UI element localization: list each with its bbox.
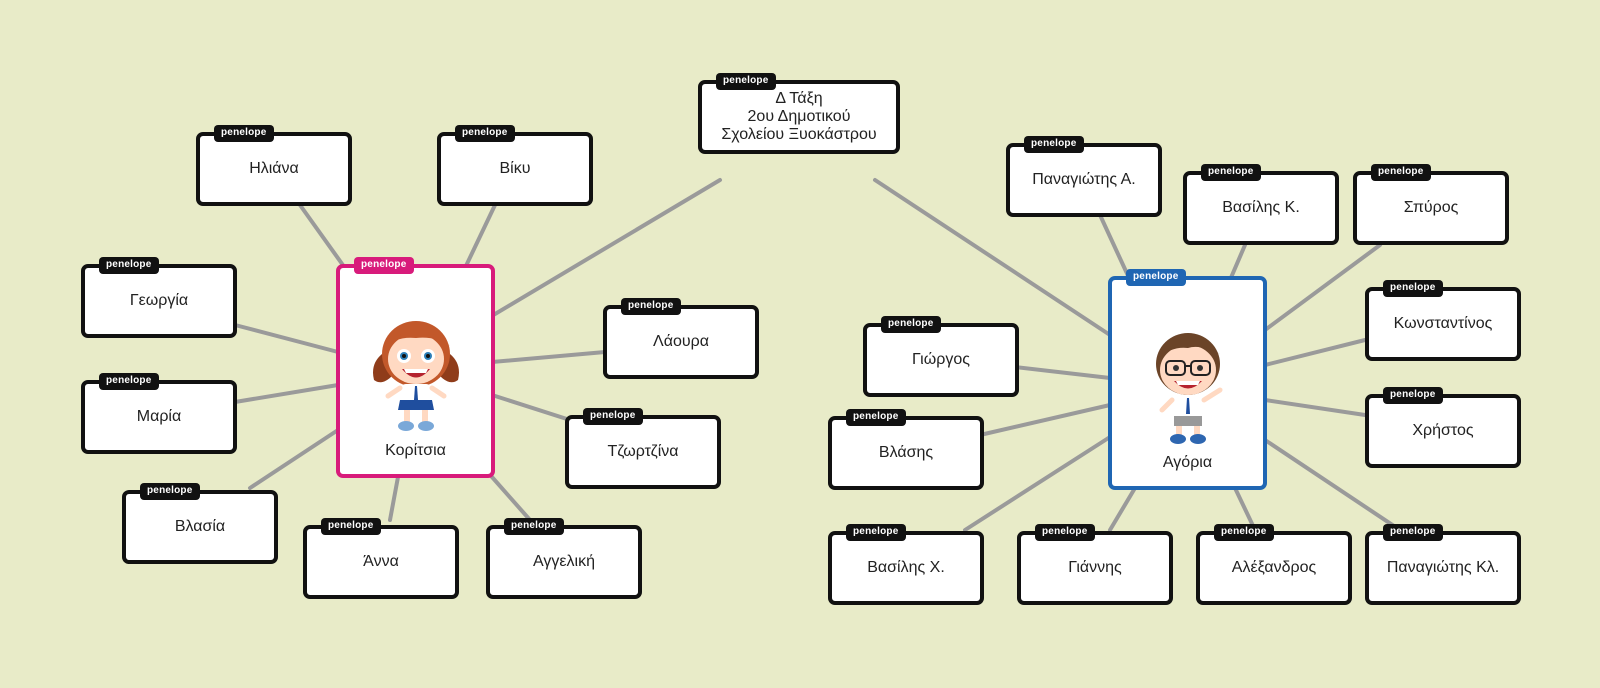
child-label: Αγγελική	[533, 553, 595, 570]
child-label: Αλέξανδρος	[1231, 559, 1317, 576]
root-node[interactable]: penelope Δ Τάξη 2ου Δημοτικού Σχολείου Ξ…	[698, 73, 900, 154]
penelope-tag: penelope	[321, 518, 381, 535]
link-boys-giorgos	[1013, 365, 1112, 380]
child-label: Γιώργος	[912, 351, 970, 368]
child-label: Άννα	[363, 553, 399, 570]
girl-avatar-icon	[372, 321, 459, 431]
penelope-tag: penelope	[716, 73, 776, 90]
penelope-tag: penelope	[99, 373, 159, 390]
boys-hub-label: Αγόρια	[1162, 454, 1213, 471]
child-node-boy[interactable]: penelope Γιώργος	[863, 316, 1019, 397]
link-root-boys	[873, 178, 1112, 337]
link-boys-spyros	[1263, 243, 1382, 332]
child-label: Βίκυ	[499, 160, 531, 177]
child-label: Βλάσης	[878, 444, 934, 461]
link-girls-vlasia	[248, 428, 340, 490]
link-girls-viky	[463, 203, 497, 270]
child-node-boy[interactable]: penelope Κωνσταντίνος	[1365, 280, 1521, 361]
link-boys-vlasis	[978, 403, 1112, 437]
child-node-girl[interactable]: penelope Τζωρτζίνα	[565, 408, 721, 489]
child-label: Ηλιάνα	[249, 160, 299, 177]
child-node-boy[interactable]: penelope Παναγιώτης Κλ.	[1365, 524, 1521, 605]
child-label: Παναγιώτης Κλ.	[1386, 559, 1500, 576]
link-root-girls	[483, 178, 722, 322]
boys-hub-node[interactable]: penelope Αγόρια	[1108, 269, 1267, 490]
child-node-boy[interactable]: penelope Χρήστος	[1365, 387, 1521, 468]
link-girls-tzortzina	[490, 393, 572, 422]
penelope-tag: penelope	[846, 524, 906, 541]
child-label: Κωνσταντίνος	[1393, 315, 1493, 332]
penelope-tag: penelope	[1383, 524, 1443, 541]
penelope-tag: penelope	[1214, 524, 1274, 541]
child-label: Γεωργία	[129, 292, 189, 309]
link-girls-maria	[233, 383, 340, 404]
penelope-tag: penelope	[214, 125, 274, 142]
child-node-boy[interactable]: penelope Γιάννης	[1017, 524, 1173, 605]
penelope-tag: penelope	[99, 257, 159, 274]
link-girls-iliana	[298, 203, 347, 270]
penelope-tag: penelope	[1024, 136, 1084, 153]
child-label: Βασίλης Χ.	[867, 559, 945, 576]
root-label: Δ Τάξη 2ου Δημοτικού Σχολείου Ξυοκάστρου	[721, 90, 877, 143]
boy-avatar-icon	[1155, 333, 1222, 444]
penelope-tag: penelope	[354, 257, 414, 274]
penelope-tag: penelope	[140, 483, 200, 500]
link-boys-vasilis-ch	[963, 435, 1112, 532]
child-node-girl[interactable]: penelope Γεωργία	[81, 257, 237, 338]
child-label: Βλασία	[174, 518, 226, 535]
child-label: Γιάννης	[1068, 559, 1122, 576]
child-label: Βασίλης Κ.	[1222, 199, 1300, 216]
penelope-tag: penelope	[504, 518, 564, 535]
child-node-boy[interactable]: penelope Σπύρος	[1353, 164, 1509, 245]
link-girls-laoura	[490, 350, 607, 364]
link-boys-giannis	[1108, 486, 1137, 532]
penelope-tag: penelope	[1035, 524, 1095, 541]
penelope-tag: penelope	[1126, 269, 1186, 286]
child-label: Τζωρτζίνα	[607, 443, 679, 460]
link-boys-panagiotis-kl	[1263, 438, 1402, 532]
child-node-boy[interactable]: penelope Βασίλης Χ.	[828, 524, 984, 605]
penelope-tag: penelope	[1383, 387, 1443, 404]
child-node-boy[interactable]: penelope Βλάσης	[828, 409, 984, 490]
child-node-girl[interactable]: penelope Ηλιάνα	[196, 125, 352, 206]
link-boys-christos	[1263, 398, 1367, 417]
child-node-boy[interactable]: penelope Παναγιώτης Α.	[1006, 136, 1162, 217]
child-label: Χρήστος	[1412, 422, 1474, 439]
child-node-girl[interactable]: penelope Βίκυ	[437, 125, 593, 206]
child-node-girl[interactable]: penelope Λάουρα	[603, 298, 759, 379]
penelope-tag: penelope	[1383, 280, 1443, 297]
link-girls-georgia	[233, 323, 340, 354]
penelope-tag: penelope	[881, 316, 941, 333]
girls-hub-node[interactable]: penelope Κορίτσια	[336, 257, 495, 478]
child-node-boy[interactable]: penelope Αλέξανδρος	[1196, 524, 1352, 605]
penelope-tag: penelope	[621, 298, 681, 315]
link-boys-alexandros	[1233, 486, 1257, 532]
penelope-tag: penelope	[583, 408, 643, 425]
penelope-tag: penelope	[846, 409, 906, 426]
child-label: Σπύρος	[1403, 199, 1459, 216]
link-girls-angeliki	[490, 475, 532, 522]
penelope-tag: penelope	[455, 125, 515, 142]
child-node-girl[interactable]: penelope Βλασία	[122, 483, 278, 564]
link-girls-anna	[388, 475, 400, 522]
child-label: Παναγιώτης Α.	[1032, 171, 1136, 188]
link-boys-panagiotis-a	[1098, 213, 1132, 282]
penelope-tag: penelope	[1371, 164, 1431, 181]
penelope-tag: penelope	[1201, 164, 1261, 181]
link-boys-vasilis-k	[1228, 243, 1247, 282]
girls-hub-label: Κορίτσια	[385, 442, 446, 459]
child-node-girl[interactable]: penelope Αγγελική	[486, 518, 642, 599]
child-node-girl[interactable]: penelope Άννα	[303, 518, 459, 599]
child-label: Λάουρα	[653, 333, 709, 350]
link-boys-konstantinos	[1263, 338, 1367, 367]
child-node-boy[interactable]: penelope Βασίλης Κ.	[1183, 164, 1339, 245]
child-label: Μαρία	[136, 408, 182, 425]
child-node-girl[interactable]: penelope Μαρία	[81, 373, 237, 454]
